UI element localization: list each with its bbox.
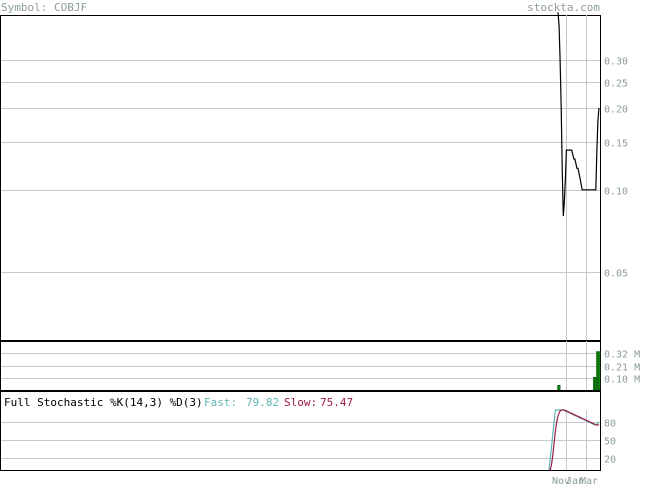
volume-frame xyxy=(0,341,601,391)
stochastic-frame xyxy=(0,391,601,471)
slow-stochastic-line xyxy=(549,409,600,471)
price-tick-label: 0.20 xyxy=(604,105,628,116)
price-frame xyxy=(0,15,601,341)
stochastic-tick-label: 50 xyxy=(604,437,616,448)
symbol-value: COBJF xyxy=(53,1,88,14)
volume-panel: 0.32 M 0.21 M0.10 M xyxy=(0,341,640,391)
price-line xyxy=(557,12,600,217)
month-label: Jan xyxy=(566,476,584,486)
price-tick-label: 0.30 xyxy=(604,57,628,68)
volume-bar xyxy=(558,385,561,391)
stochastic-tick-label: 80 xyxy=(604,419,616,430)
price-tick-label: 0.15 xyxy=(604,139,628,150)
price-tick-label: 0.10 xyxy=(604,187,628,198)
month-label: Mar xyxy=(580,476,598,486)
stochastic-tick-label: 20 xyxy=(604,455,616,466)
price-tick-label: 0.25 xyxy=(604,79,628,90)
slow-label: Slow: xyxy=(284,396,317,409)
symbol-label: Symbol: COBJF xyxy=(1,1,87,14)
volume-tick-label: 0.32 M xyxy=(604,350,640,361)
stochastic-title: Full Stochastic %K(14,3) %D(3) xyxy=(4,396,203,409)
price-tick-label: 0.05 xyxy=(604,269,628,280)
stochastic-panel: Full Stochastic %K(14,3) %D(3) Fast: 79.… xyxy=(0,391,616,486)
symbol-prefix: Symbol: xyxy=(1,1,48,14)
volume-tick-label: 0.10 M xyxy=(604,375,640,386)
volume-bar xyxy=(598,351,601,391)
month-label: Nov xyxy=(552,476,570,486)
fast-value: 79.82 xyxy=(246,396,279,409)
fast-label: Fast: xyxy=(204,396,237,409)
brand-label: stockta.com xyxy=(527,1,600,14)
slow-value: 75.47 xyxy=(320,396,353,409)
volume-tick-label: 0.21 M xyxy=(604,363,640,374)
price-panel: 0.30 0.25 0.20 0.15 0.10 0.05 xyxy=(0,12,628,341)
